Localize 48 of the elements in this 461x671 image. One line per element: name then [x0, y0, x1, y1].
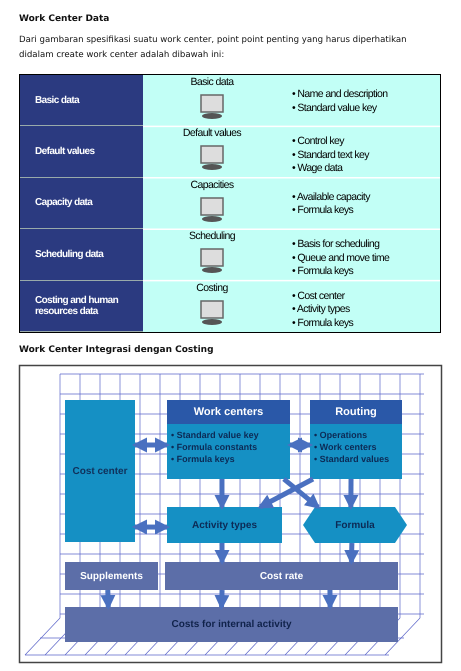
box-title: Cost center — [71, 466, 128, 476]
section-title: Scheduling — [188, 230, 236, 242]
work-centers-box — [167, 400, 290, 479]
paragraph: Dari gambaran spesifikasi suatu work center, point point penting yang harus diperhatikan didalam create work center adalah dibawah ini: — [19, 34, 408, 62]
arrow — [343, 478, 358, 510]
arrow — [214, 542, 230, 565]
cost-center-box — [65, 400, 135, 542]
arrow — [322, 590, 338, 610]
box-title: Formula — [334, 520, 376, 530]
arrow — [214, 590, 230, 610]
row-header: Costing and human resources data — [20, 280, 143, 332]
heading: Work Center Integrasi dengan Costing — [19, 345, 214, 355]
box-title: Supplements — [79, 570, 144, 582]
box-title: Cost rate — [258, 570, 304, 582]
arrow — [287, 438, 313, 453]
section-title: Costing — [195, 282, 229, 294]
bullet-list: • Available capacity • Formula keys — [292, 190, 370, 218]
arrow — [132, 438, 170, 453]
arrow — [214, 479, 230, 510]
activity-types-box — [167, 507, 282, 543]
row-header: Scheduling data — [20, 229, 143, 281]
bullet-list: • Name and description • Standard value key — [292, 88, 388, 115]
arrow — [132, 520, 170, 535]
supplements-bar — [65, 562, 158, 590]
heading: Work Center Data — [19, 14, 110, 24]
box-title: Routing — [310, 400, 402, 424]
row-header: Default values — [20, 126, 143, 178]
bullet-list: • Basis for scheduling • Queue and move time • Formula keys — [292, 238, 390, 279]
bullet-list: • Control key • Standard text key • Wage data — [292, 135, 369, 176]
bullet-list: • Cost center • Activity types • Formula keys — [292, 290, 354, 330]
arrow — [258, 476, 314, 510]
cost-rate-bar — [165, 562, 398, 590]
box-title: Activity types — [190, 520, 258, 530]
arrow — [282, 477, 320, 509]
bullet-list: • Standard value key • Formula constants • Formula keys — [167, 424, 290, 465]
box-title: Work centers — [167, 400, 290, 424]
routing-box — [310, 400, 402, 479]
arrow — [344, 542, 360, 565]
section-title: Basic data — [189, 76, 236, 88]
section-title: Default values — [182, 127, 242, 140]
formula-hexagon — [303, 507, 407, 543]
row-header: Basic data — [20, 75, 143, 126]
row-header: Capacity data — [20, 178, 143, 230]
box-title: Costs for internal activity — [170, 619, 293, 630]
section-title: Capacities — [189, 178, 235, 191]
costs-bar — [65, 607, 398, 642]
arrow — [100, 590, 116, 610]
bullet-list: • Operations • Work centers • Standard values — [310, 424, 402, 465]
